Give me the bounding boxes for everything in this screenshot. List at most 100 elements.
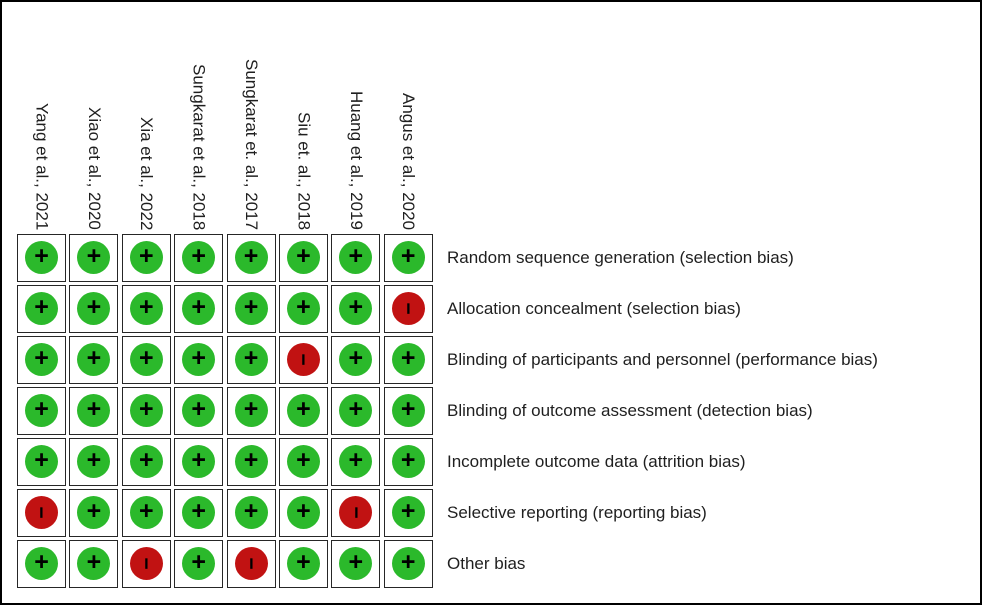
study-column-label-cell: Sungkarat et. al., 2017 [227, 8, 276, 230]
low-risk-circle: + [339, 547, 373, 581]
grid-cell: + [17, 285, 66, 333]
low-risk-circle: + [25, 241, 58, 275]
grid-cell: − [278, 336, 328, 384]
bias-domain-label: Other bias [447, 553, 526, 573]
plus-icon: + [296, 242, 311, 271]
bias-domain-row: Incomplete outcome data (attrition bias) [447, 438, 878, 486]
grid-cell: − [331, 489, 381, 537]
plus-icon: + [86, 395, 102, 424]
low-risk-circle: + [129, 394, 163, 428]
plus-icon: + [191, 446, 206, 475]
minus-icon: − [344, 506, 368, 519]
grid-cell: + [226, 234, 276, 282]
grid-cell: + [69, 285, 119, 333]
grid-cell: + [17, 540, 66, 588]
plus-icon: + [138, 344, 154, 373]
plus-icon: + [191, 242, 206, 271]
grid-cell: + [174, 285, 224, 333]
plus-icon: + [400, 446, 416, 475]
low-risk-circle: + [182, 547, 216, 581]
grid-cell: + [17, 387, 66, 435]
grid-cell: − [121, 540, 171, 588]
grid-cell: + [174, 540, 224, 588]
grid-cell: + [331, 336, 381, 384]
low-risk-circle: + [129, 292, 163, 326]
plus-icon: + [86, 344, 102, 373]
grid-cell: + [331, 285, 381, 333]
minus-icon: − [239, 557, 263, 570]
bias-domain-row: Blinding of outcome assessment (detectio… [447, 387, 878, 435]
high-risk-circle: − [391, 292, 425, 326]
grid-cell: + [383, 336, 433, 384]
high-risk-circle: − [234, 547, 268, 581]
low-risk-circle: + [234, 292, 268, 326]
low-risk-circle: + [339, 343, 373, 377]
low-risk-circle: + [182, 343, 216, 377]
bias-domain-row: Allocation concealment (selection bias) [447, 285, 878, 333]
low-risk-circle: + [77, 445, 111, 479]
low-risk-circle: + [339, 241, 373, 275]
plus-icon: + [296, 293, 311, 322]
bias-domain-label: Blinding of outcome assessment (detectio… [447, 400, 813, 420]
study-column-label-cell: Angus et al., 2020 [384, 8, 433, 230]
grid-cell: + [226, 387, 276, 435]
grid-cell: − [383, 285, 433, 333]
plus-icon: + [400, 242, 416, 271]
plus-icon: + [243, 497, 259, 526]
grid-cell: + [331, 234, 381, 282]
low-risk-circle: + [77, 292, 111, 326]
low-risk-circle: + [25, 292, 58, 326]
plus-icon: + [243, 293, 259, 322]
plus-icon: + [191, 344, 206, 373]
plus-icon: + [138, 242, 154, 271]
low-risk-circle: + [391, 445, 425, 479]
low-risk-circle: + [234, 394, 268, 428]
grid-cell: + [383, 234, 433, 282]
plus-icon: + [191, 293, 206, 322]
grid-cell: + [121, 234, 171, 282]
low-risk-circle: + [77, 394, 111, 428]
low-risk-circle: + [182, 445, 216, 479]
grid-cell: + [121, 489, 171, 537]
grid-cell: + [383, 540, 433, 588]
minus-icon: − [29, 506, 53, 519]
grid-cell: + [17, 438, 66, 486]
low-risk-circle: + [339, 292, 373, 326]
plus-icon: + [400, 548, 416, 577]
low-risk-circle: + [129, 496, 163, 530]
plus-icon: + [348, 548, 364, 577]
risk-of-bias-grid: +++++++++++++++−+++++−++++++++++++++++++… [17, 234, 433, 588]
grid-cell: + [226, 336, 276, 384]
high-risk-circle: − [339, 496, 373, 530]
grid-cell: − [17, 489, 66, 537]
grid-cell: + [17, 234, 66, 282]
low-risk-circle: + [286, 292, 320, 326]
study-column-label-cell: Xia et al., 2022 [122, 8, 171, 230]
plus-icon: + [348, 446, 364, 475]
low-risk-circle: + [77, 547, 111, 581]
study-label: Sungkarat et. al., 2017 [241, 58, 261, 230]
plus-icon: + [191, 548, 206, 577]
low-risk-circle: + [234, 241, 268, 275]
minus-icon: − [396, 302, 420, 315]
grid-cell: + [278, 285, 328, 333]
study-label: Angus et al., 2020 [399, 92, 419, 230]
low-risk-circle: + [129, 241, 163, 275]
grid-cell: + [121, 438, 171, 486]
grid-cell: + [121, 336, 171, 384]
grid-cell: + [383, 489, 433, 537]
plus-icon: + [348, 293, 364, 322]
plus-icon: + [86, 497, 102, 526]
plus-icon: + [138, 446, 154, 475]
grid-cell: + [278, 540, 328, 588]
plus-icon: + [296, 446, 311, 475]
high-risk-circle: − [286, 343, 320, 377]
low-risk-circle: + [77, 343, 111, 377]
grid-cell: + [278, 234, 328, 282]
plus-icon: + [34, 242, 49, 271]
plus-icon: + [34, 293, 49, 322]
grid-cell: + [17, 336, 66, 384]
low-risk-circle: + [234, 445, 268, 479]
plus-icon: + [34, 446, 49, 475]
